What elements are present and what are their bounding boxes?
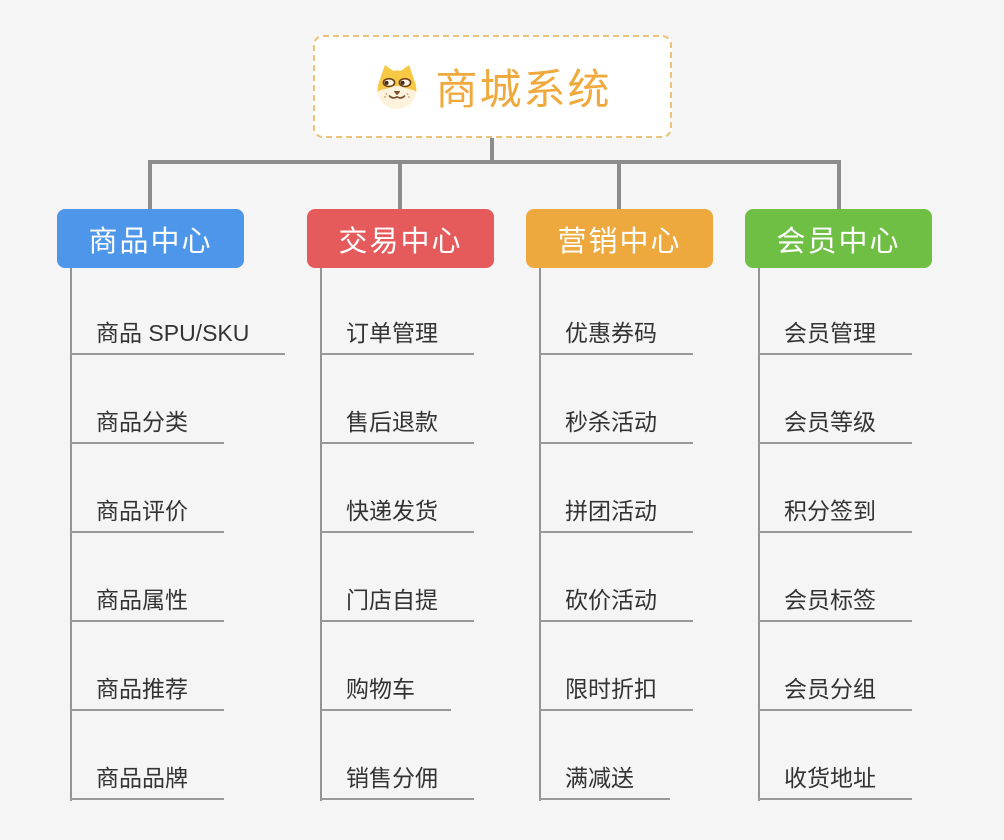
- branch-node-label: 会员中心: [776, 225, 901, 258]
- doge-face-icon: [377, 64, 417, 109]
- leaf-node[interactable]: 商品推荐: [70, 674, 224, 711]
- leaf-node[interactable]: 门店自提: [320, 585, 474, 622]
- leaf-node[interactable]: 会员标签: [758, 585, 912, 622]
- root-node[interactable]: 商城系统: [313, 35, 672, 138]
- branch-column-line: [758, 268, 760, 801]
- connector-drop: [148, 160, 152, 209]
- branch-column-line: [70, 268, 72, 801]
- connector-drop: [617, 160, 621, 209]
- leaf-node[interactable]: 拼团活动: [539, 496, 693, 533]
- branch-node-trade-center[interactable]: 交易中心: [307, 209, 494, 268]
- branch-node-label: 交易中心: [338, 225, 463, 258]
- branch-column-line: [320, 268, 322, 801]
- leaf-node[interactable]: 商品属性: [70, 585, 224, 622]
- leaf-node[interactable]: 收货地址: [758, 763, 912, 800]
- connector-top-bar: [148, 160, 841, 164]
- leaf-node[interactable]: 会员管理: [758, 318, 912, 355]
- root-node-label: 商城系统: [435, 66, 612, 113]
- connector-root-stem: [490, 138, 494, 162]
- leaf-node[interactable]: 订单管理: [320, 318, 474, 355]
- leaf-node[interactable]: 优惠券码: [539, 318, 693, 355]
- connector-drop: [837, 160, 841, 209]
- leaf-node[interactable]: 商品品牌: [70, 763, 224, 800]
- leaf-node[interactable]: 秒杀活动: [539, 407, 693, 444]
- leaf-node[interactable]: 快递发货: [320, 496, 474, 533]
- leaf-node[interactable]: 商品分类: [70, 407, 224, 444]
- leaf-node[interactable]: 限时折扣: [539, 674, 693, 711]
- leaf-node[interactable]: 销售分佣: [320, 763, 474, 800]
- leaf-node[interactable]: 会员等级: [758, 407, 912, 444]
- leaf-node[interactable]: 商品 SPU/SKU: [70, 318, 286, 355]
- leaf-node[interactable]: 满减送: [539, 763, 670, 800]
- connector-drop: [398, 160, 402, 209]
- branch-node-member-center[interactable]: 会员中心: [745, 209, 932, 268]
- branch-node-label: 营销中心: [557, 225, 682, 258]
- leaf-node[interactable]: 砍价活动: [539, 585, 693, 622]
- branch-node-label: 商品中心: [88, 225, 213, 258]
- branch-column-line: [539, 268, 541, 801]
- branch-node-marketing-center[interactable]: 营销中心: [526, 209, 713, 268]
- leaf-node[interactable]: 商品评价: [70, 496, 224, 533]
- leaf-node[interactable]: 购物车: [320, 674, 451, 711]
- branch-node-product-center[interactable]: 商品中心: [57, 209, 244, 268]
- leaf-node[interactable]: 售后退款: [320, 407, 474, 444]
- leaf-node[interactable]: 会员分组: [758, 674, 912, 711]
- leaf-node[interactable]: 积分签到: [758, 496, 912, 533]
